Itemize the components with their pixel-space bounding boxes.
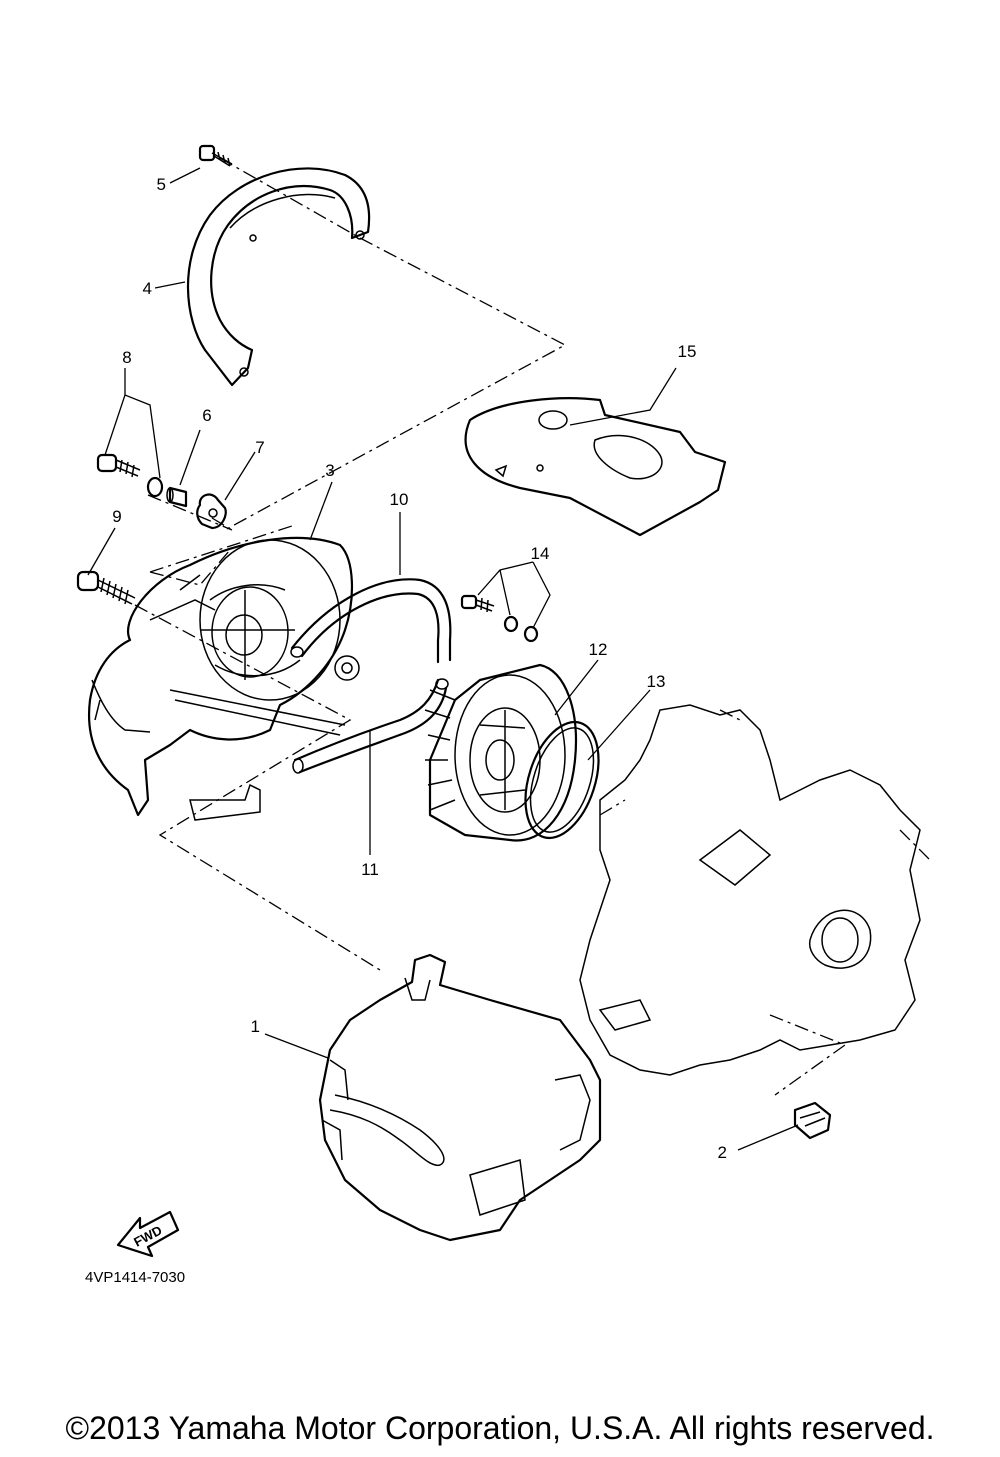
part-12-fan [424,663,577,842]
diagram-code: 4VP1414-7030 [85,1269,185,1286]
callout-7: 7 [255,438,264,457]
part-9-screw [76,570,136,605]
callout-11: 11 [361,860,379,879]
callout-15: 15 [678,342,697,361]
part-7-grommet [196,493,227,530]
part-2-damper [793,1101,832,1140]
callout-3: 3 [325,461,334,480]
callout-2: 2 [718,1143,727,1162]
part-10-hose [290,578,452,664]
leader-lines [87,167,799,1151]
callout-13: 13 [647,672,666,691]
part-15-plate [464,397,727,537]
callout-10: 10 [390,490,409,509]
part-3-fan-cover [88,536,360,821]
part-1-lower-cowling [318,953,602,1242]
callout-12: 12 [589,640,608,659]
callout-14: 14 [531,544,550,563]
callout-6: 6 [202,406,211,425]
part-13-o-ring [524,720,600,840]
part-5-bolt [198,144,233,167]
part-8-bolt-washer [96,453,164,498]
callout-1: 1 [251,1017,260,1036]
callout-5: 5 [157,175,166,194]
part-14-bolt-washers [460,594,539,643]
engine-block-outline [579,704,931,1076]
fwd-arrow-icon: FWD [116,1210,180,1258]
fwd-label: FWD [131,1222,164,1249]
part-11-hose [292,678,449,774]
assembly-lines [134,157,847,1096]
callout-8: 8 [122,348,131,367]
callout-4: 4 [143,279,152,298]
callout-9: 9 [112,507,121,526]
callout-labels: 1 2 3 4 5 6 7 8 9 10 11 12 13 14 15 [112,175,727,1162]
part-4-shroud-band [186,167,371,387]
copyright-notice: ©2013 Yamaha Motor Corporation, U.S.A. A… [65,1410,935,1446]
part-6-collar [166,486,188,508]
